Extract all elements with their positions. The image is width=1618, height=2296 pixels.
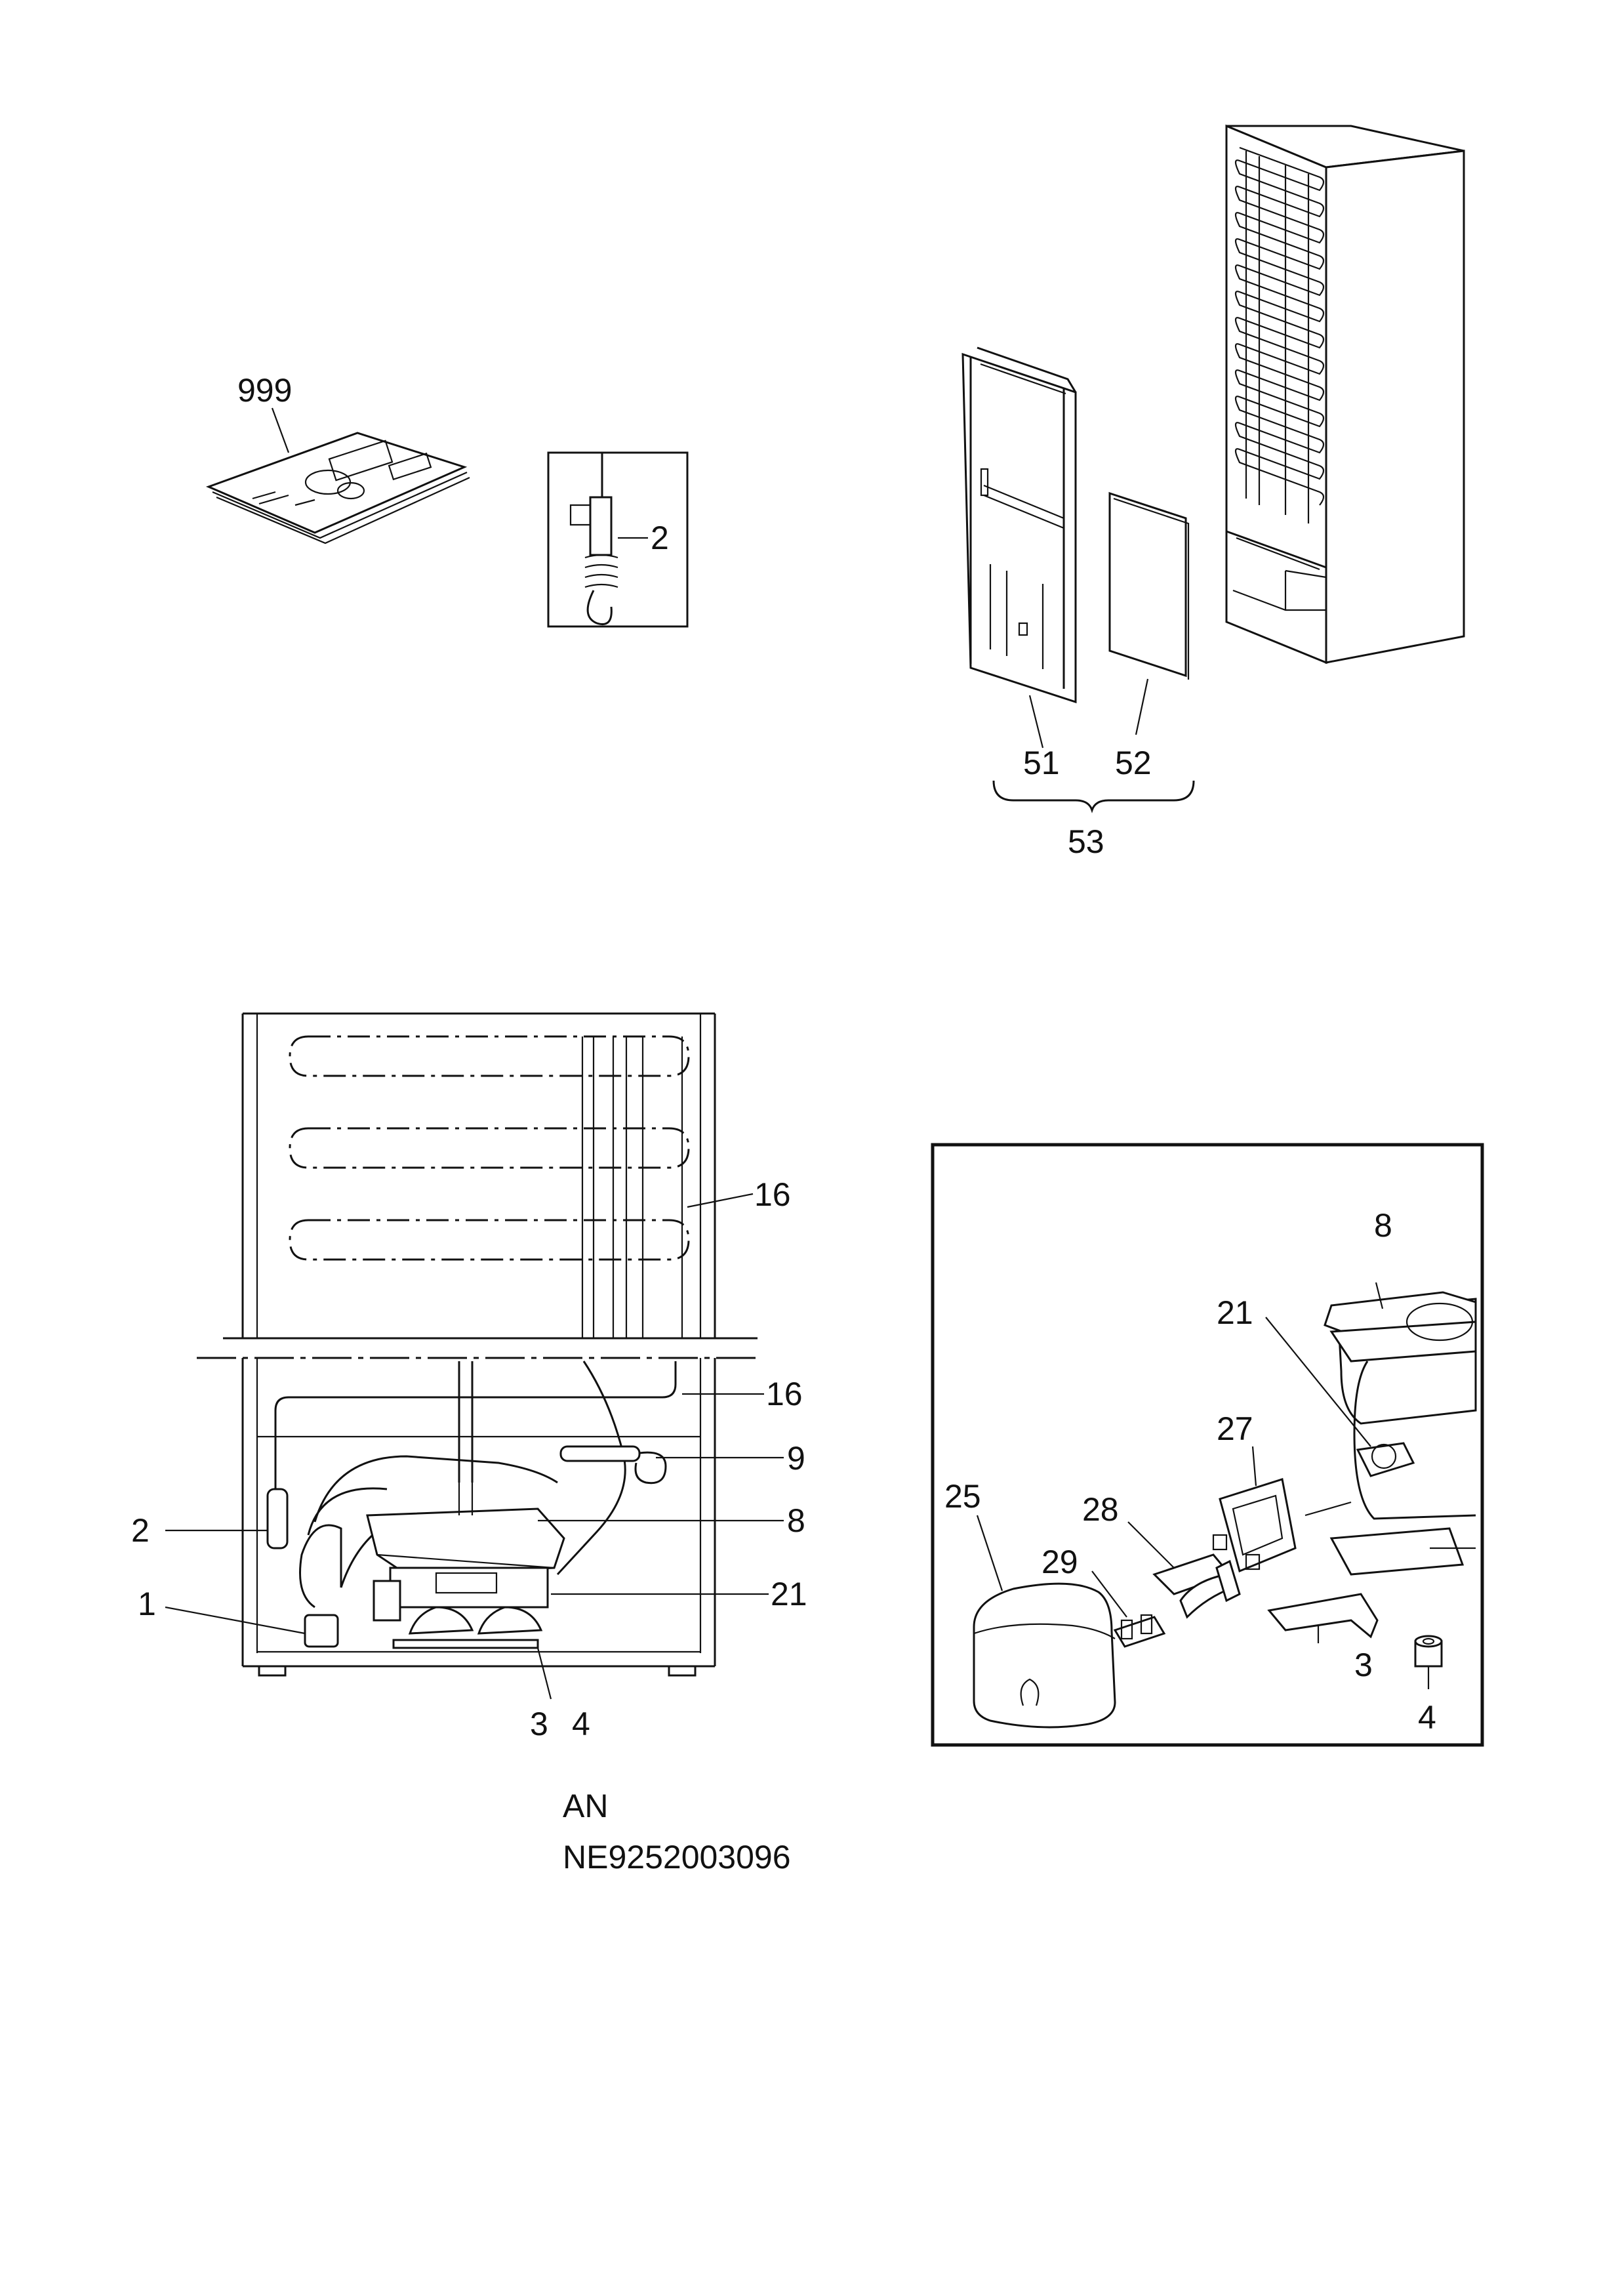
- capillary-drier: [266, 1488, 289, 1549]
- label-det-3: 3: [1354, 1647, 1373, 1683]
- label-det-28: 28: [1082, 1491, 1119, 1528]
- footer-code: AN: [563, 1788, 608, 1824]
- label-52: 52: [1115, 745, 1152, 781]
- label-det-8: 8: [1374, 1207, 1392, 1244]
- start-relay: [1127, 1521, 1241, 1619]
- filter-drier: [559, 1445, 641, 1462]
- label-det-4: 4: [1418, 1699, 1436, 1736]
- label-21: 21: [771, 1576, 807, 1612]
- footer-number: NE9252003096: [563, 1839, 791, 1876]
- terminal-connector: [1091, 1570, 1166, 1648]
- back-panel-51: 51: [961, 346, 1077, 781]
- rear-view-assembly: 16 16 9 8 2 1 21 3 4: [131, 1012, 807, 1742]
- label-2: 2: [131, 1512, 150, 1549]
- label-999: 999: [237, 372, 292, 409]
- overload-protector: [1212, 1446, 1352, 1573]
- label-det-27: 27: [1217, 1410, 1253, 1447]
- terminal-cover: [973, 1515, 1116, 1729]
- group-brace-53: 53: [992, 780, 1195, 860]
- label-16-lower: 16: [766, 1376, 803, 1412]
- starter-relay: [304, 1614, 339, 1648]
- label-det-25: 25: [944, 1478, 981, 1515]
- label-16-upper: 16: [754, 1176, 791, 1213]
- mounting-clip: [1267, 1593, 1379, 1639]
- label-51: 51: [1023, 745, 1060, 781]
- refrigerator-cabinet-rear: [1225, 124, 1465, 665]
- label-53: 53: [1068, 823, 1104, 860]
- label-3: 3: [530, 1706, 548, 1742]
- label-heater-2: 2: [651, 520, 669, 556]
- insulation-panel-52: 52: [1108, 491, 1190, 781]
- heater-inset: 2: [547, 451, 689, 628]
- rubber-grommet: [1414, 1635, 1443, 1689]
- label-det-21: 21: [1217, 1294, 1253, 1331]
- electrical-detail-box: 8 21 27 28 25: [931, 1143, 1484, 1747]
- label-1: 1: [138, 1586, 156, 1622]
- label-4: 4: [572, 1706, 590, 1742]
- label-8: 8: [787, 1502, 805, 1539]
- label-det-29: 29: [1042, 1544, 1078, 1580]
- label-9: 9: [787, 1440, 805, 1477]
- instruction-manual: 999: [205, 372, 470, 544]
- compressor: [366, 1483, 565, 1649]
- condenser-coil: [1234, 146, 1325, 523]
